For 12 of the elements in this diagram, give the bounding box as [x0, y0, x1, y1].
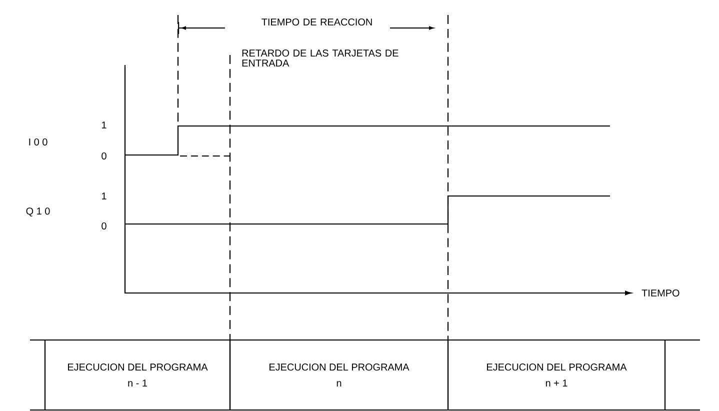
program-cell: EJECUCION DEL PROGRAMA n + 1: [447, 339, 666, 411]
level-label: 0: [102, 152, 106, 160]
level-label: 1: [102, 192, 106, 200]
axis-label: TIEMPO: [642, 289, 680, 297]
signal-name: I 0 0: [29, 138, 48, 146]
signal-name: Q 1 0: [26, 208, 50, 216]
annotation-text: RETARDO DE LAS TARJETAS DE ENTRADA: [242, 50, 398, 66]
level-label: 0: [102, 222, 106, 230]
program-cell: EJECUCION DEL PROGRAMA n: [229, 339, 449, 411]
program-cell: EJECUCION DEL PROGRAMA n - 1: [44, 339, 231, 411]
annotation-text: TIEMPO DE REACCION: [262, 18, 372, 26]
level-label: 1: [102, 122, 106, 128]
